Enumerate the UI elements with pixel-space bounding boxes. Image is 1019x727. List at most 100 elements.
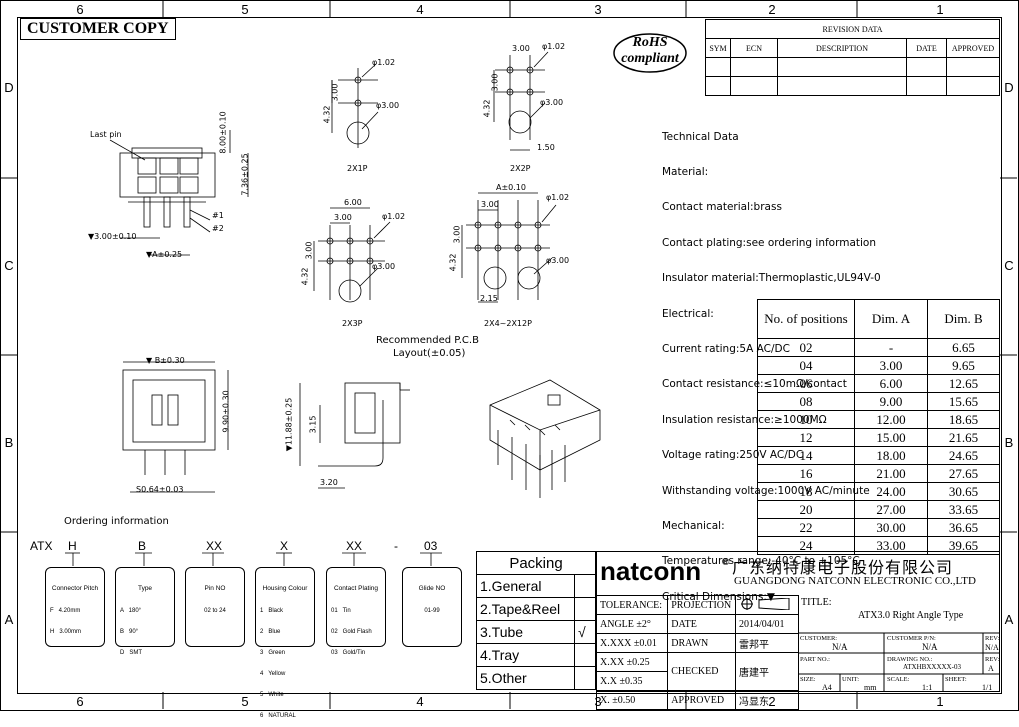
tol-format: X.XXX xyxy=(600,637,632,649)
order-box-line: 4 Yellow xyxy=(260,671,286,677)
projection-symbol-icon xyxy=(735,595,799,615)
sheet-label: SHEET: xyxy=(945,676,967,683)
pcb-label-2x4-2x12p: 2X4~2X12P xyxy=(484,319,532,328)
tolerance-x: X.X ±0.35 xyxy=(595,671,669,691)
zone-left-A: A xyxy=(4,612,14,627)
tol-format: X.X xyxy=(600,675,617,687)
packing-check: √ xyxy=(574,620,596,644)
dim-300-d: 3.00 xyxy=(481,200,499,209)
zone-right-C: C xyxy=(1004,258,1014,273)
zone-right-B: B xyxy=(1004,435,1014,450)
dim-a-010: A±0.10 xyxy=(496,183,526,192)
dim-phi300-a: φ3.00 xyxy=(376,101,400,110)
packing-table: Packing 1.General 2.Tape&Reel 3.Tube√ 4.… xyxy=(476,551,596,690)
dim-150: 1.50 xyxy=(537,143,555,152)
rev-label-top: REV: xyxy=(985,635,1000,642)
order-box-title: Connector Pitch xyxy=(51,585,99,592)
pcb-label-2x2p: 2X2P xyxy=(510,164,531,173)
order-box-pin: Pin NO 02 to 24 xyxy=(185,567,245,647)
tol-value: ±0.35 xyxy=(619,675,643,687)
scale-label: SCALE: xyxy=(887,676,910,683)
dim-b-value: 6.65 xyxy=(927,338,1000,357)
pin1-label: #1 xyxy=(212,211,224,220)
tech-line: Material: xyxy=(662,165,709,178)
drawn-value: 雷邦平 xyxy=(735,633,799,653)
zone-top-5: 5 xyxy=(241,2,249,17)
dim-b-value: 27.65 xyxy=(927,464,1000,483)
order-box-title: Pin NO xyxy=(204,585,226,592)
date-value: 2014/04/01 xyxy=(735,614,799,634)
drawn-label: DRAWN xyxy=(667,633,736,653)
dim-320: 3.20 xyxy=(320,478,338,487)
brand-registered-icon: ® xyxy=(722,557,730,568)
title-info-area xyxy=(798,595,1001,692)
zone-left-C: C xyxy=(4,258,14,273)
packing-item-tape-reel: 2.Tape&Reel xyxy=(476,597,575,621)
tech-line: Electrical: xyxy=(662,307,714,320)
pcb-title-line1: Recommended P.C.B xyxy=(376,335,479,346)
order-box-type: Type A 180° B 90° D SMT xyxy=(115,567,175,656)
brand-logo: natconn xyxy=(600,556,702,586)
order-box-title: Housing Colour xyxy=(262,585,308,592)
connector-isometric-drawing xyxy=(489,379,601,498)
order-box-colour: Housing Colour 1 Black 2 Blue 3 Green 4 … xyxy=(255,567,315,719)
drawing-title: ATX3.0 Right Angle Type xyxy=(858,610,964,621)
projection-label: PROJECTION xyxy=(667,595,736,615)
dim-b-value: 39.65 xyxy=(927,536,1000,555)
pcb-title-line2: Layout(±0.05) xyxy=(393,348,466,359)
tolerance-angle: ANGLE ±2° xyxy=(595,614,669,634)
tech-line: Technical Data xyxy=(662,130,739,143)
rohs-line2: compliant xyxy=(621,51,679,66)
order-box-line: D SMT xyxy=(120,650,142,656)
tech-line: Mechanical: xyxy=(662,519,725,532)
connector-top-view-drawing xyxy=(109,130,249,256)
scale-value: 1:1 xyxy=(922,683,933,692)
tol-value: ±0.01 xyxy=(633,637,657,649)
tolerance-xxx: X.XXX ±0.01 xyxy=(595,633,669,653)
order-code-atx: ATX xyxy=(30,539,53,553)
title-label: TITLE: xyxy=(801,597,832,608)
revision-table: REVISION DATA SYM ECN DESCRIPTION DATE A… xyxy=(705,19,1000,96)
zone-right-A: A xyxy=(1004,612,1014,627)
dim-phi102-c: φ1.02 xyxy=(382,212,406,221)
zone-left-D: D xyxy=(4,80,14,95)
pcb-2x3p-drawing xyxy=(313,207,391,303)
dim-a-value: 12.00 xyxy=(854,410,928,429)
approved-label: APPROVED xyxy=(667,690,736,710)
packing-item-general: 1.General xyxy=(476,574,575,598)
pcb-2x2p-drawing xyxy=(493,51,549,151)
order-box-line: A 180° xyxy=(120,608,142,614)
size-label: SIZE: xyxy=(800,676,816,683)
customer-copy-label: CUSTOMER COPY xyxy=(20,18,176,40)
order-box-line: B 90° xyxy=(120,629,139,635)
zone-right-D: D xyxy=(1004,80,1014,95)
order-box-title: Glide NO xyxy=(418,585,446,592)
order-box-line: F 4.20mm xyxy=(50,608,81,614)
checked-value: 唐建平 xyxy=(735,652,799,691)
dim-positions: 24 xyxy=(757,536,855,555)
dim-phi300-c: φ3.00 xyxy=(372,262,396,271)
technical-drawings xyxy=(109,51,601,498)
dim-s064: S0.64±0.03 xyxy=(136,485,184,494)
pin2-label: #2 xyxy=(212,224,224,233)
packing-item-other: 5.Other xyxy=(476,666,575,690)
order-code-type: B xyxy=(138,539,147,553)
zone-top-6: 6 xyxy=(76,2,84,17)
dim-b-030: ▼ B±0.30 xyxy=(146,356,185,365)
rohs-ellipse-icon xyxy=(613,33,687,73)
zone-bottom-6: 6 xyxy=(76,694,84,709)
rev-value-top: N/A xyxy=(985,643,999,652)
order-code-pitch: H xyxy=(68,539,77,553)
rev-value-bottom: A xyxy=(988,664,994,673)
tol-format: X.XX xyxy=(600,656,625,668)
dim-215: 2.15 xyxy=(480,294,498,303)
packing-title: Packing xyxy=(476,551,596,575)
sheet-value: 1/1 xyxy=(982,683,993,692)
pcb-label-2x3p: 2X3P xyxy=(342,319,363,328)
